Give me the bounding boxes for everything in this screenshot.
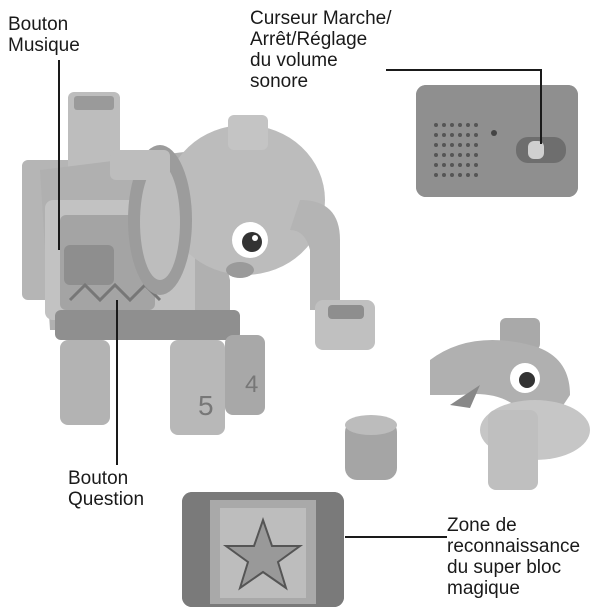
- music-button-area: [64, 245, 114, 285]
- music-button-label: Bouton Musique: [8, 14, 80, 56]
- flamingo-toy: [430, 318, 590, 490]
- zone-callout-horizontal: [345, 536, 447, 538]
- elephant-toy: 5 4: [22, 92, 375, 435]
- slider-callout-horizontal: [386, 69, 542, 71]
- power-volume-slider-label: Curseur Marche/ Arrêt/Réglage du volume …: [250, 8, 392, 92]
- music-callout-line: [58, 60, 60, 250]
- speaker-grille-icon: [434, 123, 478, 177]
- leg-number-back: 4: [245, 371, 258, 398]
- leg-number-front: 5: [198, 390, 214, 421]
- small-block: [345, 415, 397, 480]
- slider-inset: [416, 85, 578, 197]
- star-icon: [222, 516, 304, 591]
- recognition-zone-inset: [182, 492, 344, 607]
- question-callout-line: [116, 300, 118, 465]
- question-button-label: Bouton Question: [68, 468, 145, 510]
- recognition-zone-label: Zone de reconnaissance du super bloc mag…: [447, 515, 581, 599]
- slider-callout-vertical: [540, 69, 542, 144]
